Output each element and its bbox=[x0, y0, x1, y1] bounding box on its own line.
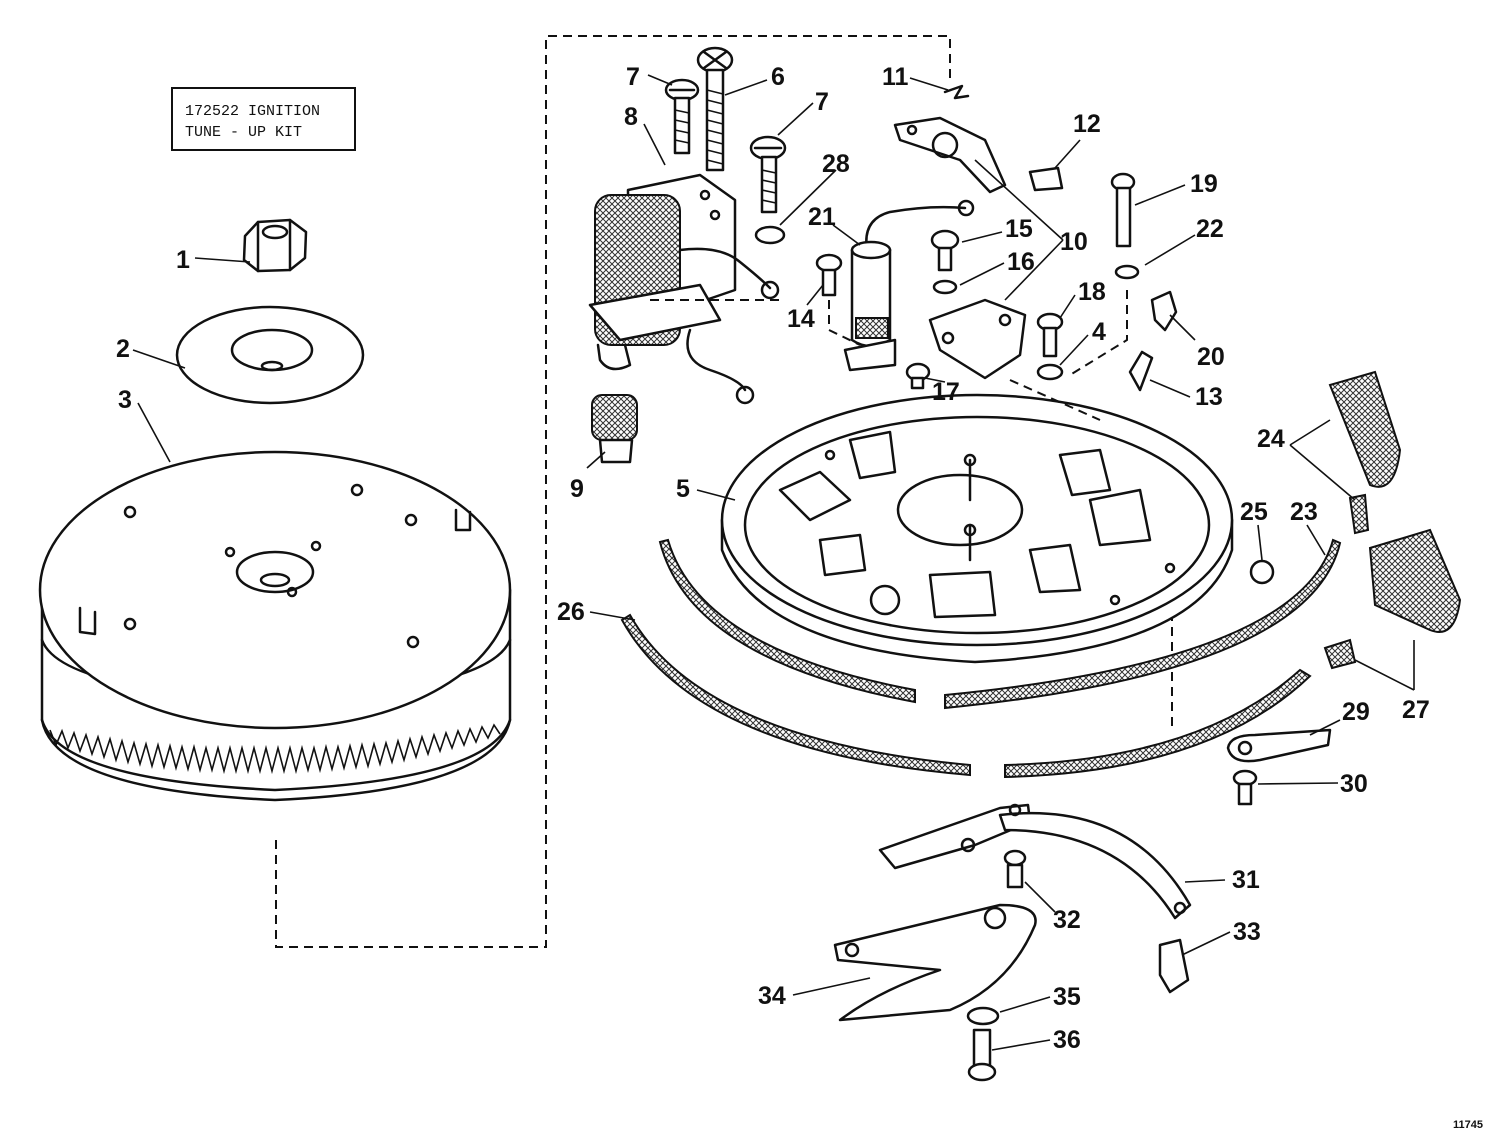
callout-14: 14 bbox=[787, 305, 815, 333]
kit-box-line1: 172522 IGNITION bbox=[185, 103, 320, 120]
callout-19: 19 bbox=[1190, 170, 1218, 198]
part-26-felt-strip bbox=[620, 538, 971, 777]
callout-9: 9 bbox=[570, 475, 584, 503]
callout-11: 11 bbox=[882, 63, 909, 91]
part-18-screw bbox=[1036, 312, 1064, 358]
callout-28: 28 bbox=[822, 150, 850, 178]
callout-18: 18 bbox=[1078, 278, 1106, 306]
part-7-screw-b bbox=[749, 135, 787, 214]
callout-21: 21 bbox=[808, 203, 836, 231]
callout-17: 17 bbox=[932, 378, 960, 406]
part-16-lockwasher bbox=[932, 279, 958, 295]
kit-enclosure-dashed-line bbox=[275, 35, 951, 948]
callout-32: 32 bbox=[1053, 906, 1081, 934]
callout-27: 27 bbox=[1402, 696, 1430, 724]
part-6-screw bbox=[696, 46, 734, 172]
part-21-condenser bbox=[843, 199, 975, 372]
callout-23: 23 bbox=[1290, 498, 1318, 526]
part-10-breaker-point-set bbox=[893, 116, 1027, 380]
callout-16: 16 bbox=[1007, 248, 1035, 276]
callout-12: 12 bbox=[1073, 110, 1101, 138]
part-15-screw bbox=[930, 229, 960, 272]
part-4-washer bbox=[1036, 363, 1064, 381]
kit-box-line2: TUNE - UP KIT bbox=[185, 124, 302, 141]
callout-22: 22 bbox=[1196, 215, 1224, 243]
callout-3: 3 bbox=[118, 386, 132, 414]
part-27-spark-plug-boot bbox=[1323, 528, 1462, 670]
part-13-felt bbox=[1128, 350, 1154, 392]
callout-15: 15 bbox=[1005, 215, 1033, 243]
callout-30: 30 bbox=[1340, 770, 1368, 798]
part-20-cam-wiper bbox=[1150, 290, 1178, 332]
part-9-terminal-boot bbox=[591, 394, 638, 464]
callout-25: 25 bbox=[1240, 498, 1268, 526]
callout-36: 36 bbox=[1053, 1026, 1081, 1054]
part-29-terminal bbox=[1226, 728, 1332, 763]
part-1-nut bbox=[242, 218, 308, 273]
callout-6: 6 bbox=[771, 63, 785, 91]
callout-35: 35 bbox=[1053, 983, 1081, 1011]
part-32-screw bbox=[1003, 849, 1027, 889]
part-14-screw bbox=[815, 253, 861, 346]
callout-7a: 7 bbox=[626, 63, 640, 91]
part-35-washer bbox=[966, 1006, 1000, 1026]
leader-lines bbox=[132, 74, 1415, 1051]
callout-labels: 1 2 3 4 5 6 7 7 8 9 10 11 12 13 14 15 16… bbox=[116, 63, 1430, 1054]
figure-number: 11745 bbox=[1453, 1119, 1483, 1131]
callout-5: 5 bbox=[676, 475, 690, 503]
part-7-screw-a bbox=[664, 78, 700, 155]
part-8-ignition-coil bbox=[588, 173, 780, 405]
callout-24: 24 bbox=[1257, 425, 1285, 453]
callout-29: 29 bbox=[1342, 698, 1370, 726]
tune-up-kit-box: 172522 IGNITION TUNE - UP KIT bbox=[171, 87, 356, 151]
part-25-spring-clip bbox=[1249, 559, 1275, 585]
part-19-screw bbox=[1110, 172, 1136, 248]
part-33-link bbox=[1158, 938, 1190, 994]
part-36-screw bbox=[967, 1028, 997, 1082]
part-11-clip bbox=[943, 84, 970, 100]
callout-31: 31 bbox=[1232, 866, 1260, 894]
part-30-screw bbox=[1232, 769, 1258, 806]
part-2-washer bbox=[175, 305, 365, 405]
part-31-advance-arm bbox=[878, 803, 1192, 920]
callout-26: 26 bbox=[557, 598, 585, 626]
callout-34: 34 bbox=[758, 982, 786, 1010]
part-24-spark-plug-boot bbox=[1328, 370, 1402, 535]
part-5-stator-plate bbox=[720, 393, 1234, 664]
callout-1: 1 bbox=[176, 246, 190, 274]
part-17-screw bbox=[905, 362, 931, 390]
dashed-guide-2 bbox=[1069, 290, 1128, 376]
callout-20: 20 bbox=[1197, 343, 1225, 371]
callout-4: 4 bbox=[1092, 318, 1106, 346]
part-23-felt-strip bbox=[944, 538, 1342, 779]
part-12-wick bbox=[1028, 166, 1064, 192]
callout-13: 13 bbox=[1195, 383, 1223, 411]
dashed-guide bbox=[1009, 379, 1101, 421]
callout-7b: 7 bbox=[815, 88, 829, 116]
callout-33: 33 bbox=[1233, 918, 1261, 946]
callout-10: 10 bbox=[1060, 228, 1088, 256]
callout-2: 2 bbox=[116, 335, 130, 363]
part-22-washer bbox=[1114, 264, 1140, 280]
part-3-flywheel bbox=[38, 450, 512, 802]
callout-8: 8 bbox=[624, 103, 638, 131]
part-34-throttle-cam bbox=[833, 903, 1037, 1022]
part-28-washer bbox=[754, 225, 786, 245]
